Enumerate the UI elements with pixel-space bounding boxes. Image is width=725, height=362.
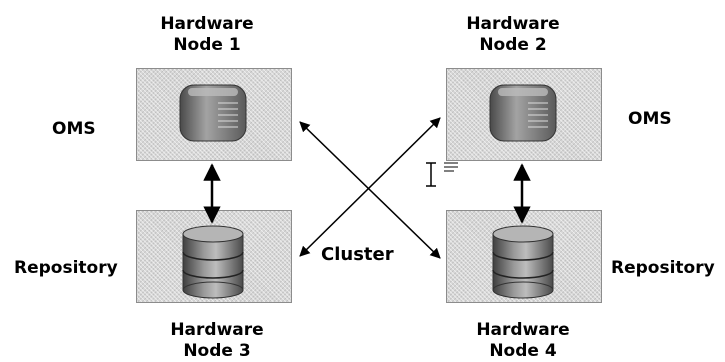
node3-role-label: Repository	[14, 258, 118, 278]
node3-title: Hardware Node 3	[152, 320, 282, 362]
node1-title-line1: Hardware	[160, 14, 254, 34]
node2-title: Hardware Node 2	[448, 14, 578, 56]
arrow-node1-node4	[299, 121, 441, 259]
arrow-node2-node3	[299, 117, 441, 257]
node4-title: Hardware Node 4	[458, 320, 588, 362]
node2-title-line2: Node 2	[479, 35, 547, 55]
node2-title-line1: Hardware	[466, 14, 560, 34]
node3-title-line1: Hardware	[170, 320, 264, 340]
server-icon	[489, 84, 557, 142]
database-icon	[182, 225, 244, 299]
node3-title-line2: Node 3	[183, 341, 251, 361]
node4-title-line2: Node 4	[489, 341, 557, 361]
node4-role-label: Repository	[611, 258, 715, 278]
text-cursor-icon	[426, 162, 458, 187]
database-icon	[492, 225, 554, 299]
node1-title: Hardware Node 1	[142, 14, 272, 56]
node1-title-line2: Node 1	[173, 35, 241, 55]
node2-role-label: OMS	[628, 109, 672, 129]
node1-role-label: OMS	[52, 119, 96, 139]
server-icon	[179, 84, 247, 142]
node4-title-line1: Hardware	[476, 320, 570, 340]
